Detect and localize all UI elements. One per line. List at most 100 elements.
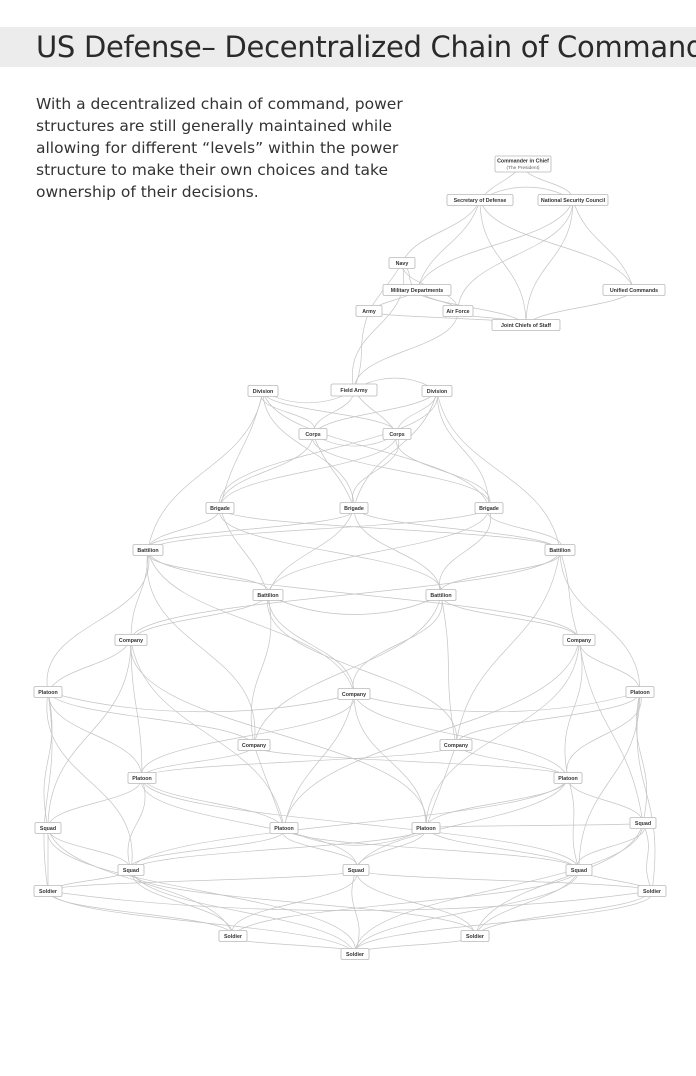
node-box (237, 739, 271, 751)
node-plat5: Platoon (553, 772, 583, 784)
edge-div2-corps1 (312, 390, 438, 435)
edge-squad4-sold3 (354, 822, 644, 955)
node-label: Platoon (630, 690, 649, 696)
node-plat3: Platoon (269, 822, 299, 834)
node-box (637, 885, 667, 897)
edge-comp1-squad1 (47, 639, 132, 829)
node-label: Squad (40, 826, 56, 832)
edge-div1-brig3 (262, 390, 490, 509)
node-army: Army (355, 305, 383, 317)
edge-plat5-squad5 (567, 777, 580, 871)
edge-plat2-squad3 (141, 777, 357, 871)
edge-squad1-sold3 (47, 827, 356, 955)
node-label: Commander in Chief (497, 159, 549, 165)
edge-army-fieldArmy (353, 310, 370, 391)
node-box (625, 686, 655, 698)
edge-brig1-bat1 (147, 507, 221, 551)
node-plat1: Platoon (33, 686, 63, 698)
edge-plat6-squad4 (425, 822, 644, 829)
node-squad3: Squad (342, 864, 370, 876)
node-comp1: Company (114, 634, 148, 646)
node-label: Unified Commands (610, 288, 658, 294)
node-bat2: Battilion (252, 589, 284, 601)
node-label: Soldier (224, 934, 242, 940)
edge-plat4-plat5 (566, 691, 642, 779)
node-brig2: Brigade (339, 502, 369, 514)
node-label: Secretary of Defense (454, 198, 507, 204)
edge-brig3-bat1 (147, 507, 490, 551)
node-box (446, 194, 514, 206)
edge-squad1-squad2 (47, 827, 132, 871)
node-label: Platoon (416, 826, 435, 832)
node-label: Navy (396, 261, 409, 267)
edge-bat2-comp3 (250, 594, 272, 746)
edge-plat6-squad5 (425, 827, 580, 871)
node-label: Joint Chiefs of Staff (501, 323, 551, 329)
node-div1: Division (247, 385, 279, 397)
node-label: Squad (348, 868, 364, 874)
edge-comp4-plat5 (564, 639, 583, 779)
node-label: Corps (305, 432, 320, 438)
edge-comp2-plat2 (141, 693, 355, 779)
edge-sold3-sold5 (354, 890, 653, 955)
edge-bat3-comp4 (440, 594, 580, 641)
edge-plat1-squad2 (46, 691, 133, 871)
node-bat1: Battilion (132, 544, 164, 556)
node-comp4: Company (562, 634, 596, 646)
edge-corps2-brig3 (395, 433, 491, 509)
node-label: Platoon (558, 776, 577, 782)
edge-comp4-plat6 (425, 639, 580, 829)
node-sold5: Soldier (637, 885, 667, 897)
edge-nsc-unified (572, 199, 635, 291)
edge-comp4-plat4 (578, 639, 641, 693)
node-squad5: Squad (565, 864, 593, 876)
node-label: Company (119, 638, 143, 644)
node-label: Brigade (479, 506, 499, 512)
edge-plat2-squad5 (141, 777, 580, 871)
node-corps1: Corps (298, 428, 328, 440)
node-label: Platoon (132, 776, 151, 782)
edge-bat3-comp3 (253, 594, 442, 746)
edge-corps1-brig2 (312, 433, 355, 509)
node-corps2: Corps (382, 428, 412, 440)
edge-brig2-bat4 (353, 507, 561, 551)
edge-squad3-sold5 (355, 869, 653, 892)
edge-plat3-squad2 (130, 827, 285, 871)
node-squad2: Squad (117, 864, 145, 876)
edge-corps2-brig2 (351, 433, 400, 509)
node-plat2: Platoon (127, 772, 157, 784)
edge-corps1-brig1 (219, 433, 314, 509)
node-box (33, 885, 63, 897)
edge-comp1-plat3 (130, 639, 285, 829)
edge-comp3-plat3 (253, 744, 285, 829)
node-label: Brigade (344, 506, 364, 512)
node-box (247, 385, 279, 397)
edge-bat1-plat1 (46, 549, 150, 693)
edge-div1-brig1 (219, 390, 264, 509)
edge-squad3-sold3 (351, 869, 360, 955)
edge-fieldArmy-corps2 (353, 389, 398, 435)
edge-bat4-comp5 (455, 549, 561, 746)
node-box (442, 305, 474, 317)
node-label: Soldier (643, 889, 661, 895)
node-box (562, 634, 596, 646)
edge-plat1-squad1 (43, 691, 53, 829)
node-box (425, 589, 457, 601)
edge-squad4-sold5 (642, 822, 653, 892)
node-brig1: Brigade (205, 502, 235, 514)
edge-squad4-sold4 (474, 822, 644, 937)
node-nsc: National Security Council (537, 194, 609, 206)
node-box (330, 383, 378, 397)
edge-bat2-comp2 (267, 594, 355, 695)
edge-brig1-bat3 (219, 507, 442, 596)
node-comp5: Company (439, 739, 473, 751)
node-sold3: Soldier (340, 948, 370, 960)
edge-squad3-sold2 (231, 869, 358, 937)
node-box (298, 428, 328, 440)
edge-comp2-plat5 (353, 693, 569, 779)
edge-bat2-comp1 (130, 594, 269, 641)
node-label: Corps (389, 432, 404, 438)
node-bat4: Battilion (544, 544, 576, 556)
node-label: Military Departments (391, 288, 443, 294)
edge-plat4-squad4 (636, 691, 647, 824)
